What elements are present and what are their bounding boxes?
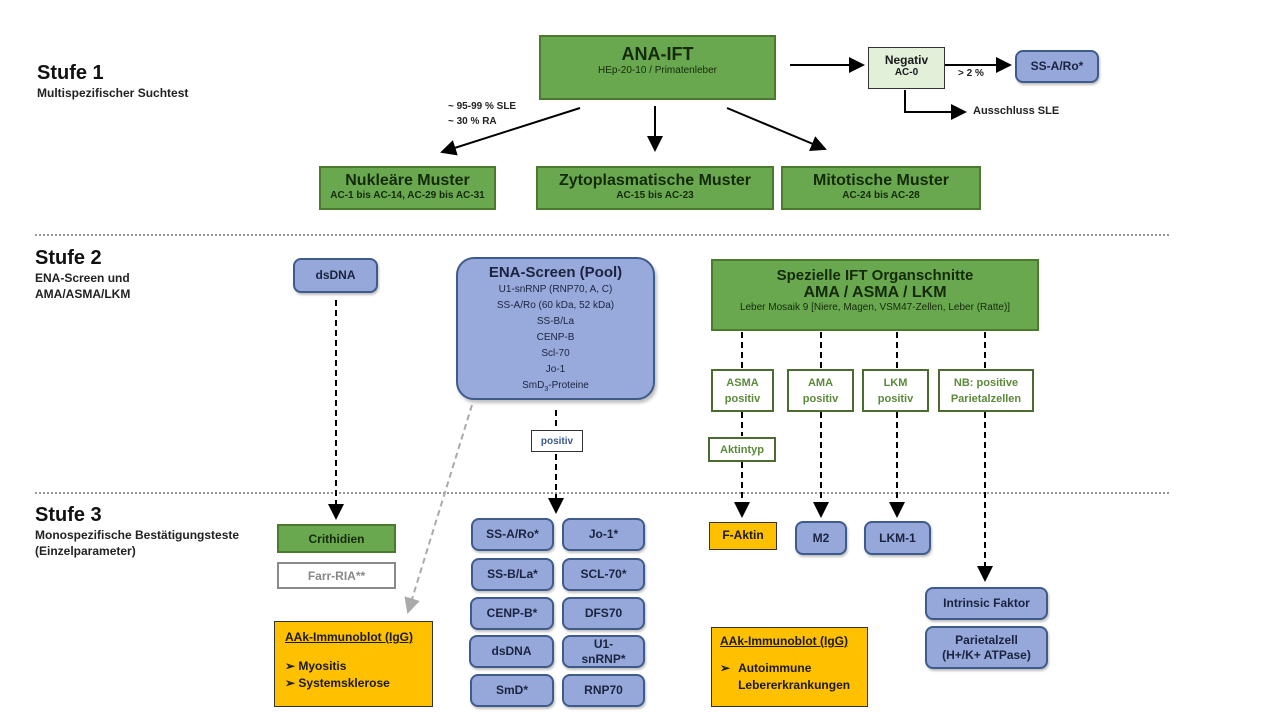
ift-organ-subtitle: AMA / ASMA / LKM xyxy=(803,284,947,301)
parietalzell-line1: Parietalzell xyxy=(955,632,1018,647)
pattern-cytoplasmic-range: AC-15 bis AC-23 xyxy=(616,190,694,201)
lkm1-box: LKM-1 xyxy=(864,521,931,555)
ena-item: Jo-1 xyxy=(545,364,566,375)
aktintyp-box: Aktintyp xyxy=(708,437,776,462)
pattern-nuclear-box: Nukleäre Muster AC-1 bis AC-14, AC-29 bi… xyxy=(319,166,496,210)
ena-item-smd-sub: 3 xyxy=(544,386,549,393)
ift-organ-detail: Leber Mosaik 9 [Niere, Magen, VSM47-Zell… xyxy=(739,302,1011,313)
ift-organ-title: Spezielle IFT Organschnitte xyxy=(776,267,974,284)
farr-ria-box: Farr-RIA** xyxy=(277,562,396,589)
result-ama-line1: AMA xyxy=(807,376,834,389)
pattern-mitotic-range: AC-24 bis AC-28 xyxy=(842,190,920,201)
prevalence-sle: ~ 95-99 % SLE xyxy=(448,101,517,112)
result-lkm-box: LKM positiv xyxy=(862,369,929,412)
result-lkm-line2: positiv xyxy=(877,392,914,405)
immunoblot-right-item-text: Autoimmune Lebererkrankungen xyxy=(738,661,851,692)
ena-screen-box: ENA-Screen (Pool) U1-snRNP (RNP70, A, C)… xyxy=(456,257,655,400)
m2-box: M2 xyxy=(795,521,847,555)
arrow-ana-to-mitotic xyxy=(726,107,827,151)
test-u1-snrnp: U1-snRNP* xyxy=(562,635,645,668)
arrow-negativ-to-exclusion xyxy=(904,90,967,120)
ift-organ-box: Spezielle IFT Organschnitte AMA / ASMA /… xyxy=(711,259,1039,331)
immunoblot-left-title: AAk-Immunoblot (IgG) xyxy=(285,630,413,644)
arrow-ena-to-immunoblot xyxy=(404,404,473,614)
stage-2-label: Stufe 2 ENA-Screen und AMA/ASMA/LKM xyxy=(35,247,130,302)
result-lkm-line1: LKM xyxy=(883,376,908,389)
immunoblot-left-box: AAk-Immunoblot (IgG) ➢ Myositis ➢ System… xyxy=(274,621,433,707)
pattern-cytoplasmic-box: Zytoplasmatische Muster AC-15 bis AC-23 xyxy=(536,166,774,210)
stage-1-title: Stufe 1 xyxy=(37,62,104,84)
dsdna-box: dsDNA xyxy=(293,258,378,293)
pattern-nuclear-title: Nukleäre Muster xyxy=(345,172,470,189)
stage-2-subtitle-line-2: AMA/ASMA/LKM xyxy=(35,287,131,301)
prevalence-note: ~ 95-99 % SLE ~ 30 % RA xyxy=(448,99,516,129)
ana-ift-subtitle: HEp-20-10 / Primatenleber xyxy=(598,65,717,76)
stage-2-subtitle-line-1: ENA-Screen und xyxy=(35,271,130,285)
immunoblot-left-item-text: Myositis xyxy=(298,659,347,673)
bullet-arrow-icon: ➢ xyxy=(285,659,299,673)
ena-item: Scl-70 xyxy=(541,348,570,359)
negativ-box: Negativ AC-0 xyxy=(868,47,945,89)
pattern-mitotic-title: Mitotische Muster xyxy=(812,172,949,189)
stage-1-subtitle: Multispezifischer Suchtest xyxy=(37,86,189,100)
pattern-cytoplasmic-title: Zytoplasmatische Muster xyxy=(558,172,752,189)
immunoblot-left-item: ➢ Myositis xyxy=(285,658,432,675)
crithidien-box: Crithidien xyxy=(277,524,396,553)
ana-ift-title: ANA-IFT xyxy=(621,44,694,64)
result-asma-line1: ASMA xyxy=(726,376,759,389)
test-rnp70: RNP70 xyxy=(562,674,645,707)
test-dsdna: dsDNA xyxy=(469,635,554,668)
parietalzell-line2: (H+/K+ ATPase) xyxy=(942,647,1031,662)
result-ama-box: AMA positiv xyxy=(787,369,854,412)
result-parietal-line2: Parietalzellen xyxy=(950,392,1022,405)
result-asma-line2: positiv xyxy=(724,392,761,405)
ena-item: CENP-B xyxy=(536,332,575,343)
intrinsic-faktor-box: Intrinsic Faktor xyxy=(925,587,1048,620)
bullet-arrow-icon: ➢ xyxy=(720,661,731,675)
immunoblot-right-box: AAk-Immunoblot (IgG) ➢ Autoimmune Lebere… xyxy=(711,627,868,707)
ana-ift-box: ANA-IFT HEp-20-10 / Primatenleber xyxy=(539,35,776,100)
immunoblot-right-title: AAk-Immunoblot (IgG) xyxy=(720,634,848,648)
bullet-arrow-icon: ➢ xyxy=(285,676,299,690)
ssa-ro-box: SS-A/Ro* xyxy=(1015,50,1099,83)
test-cenp-b: CENP-B* xyxy=(470,597,554,630)
immunoblot-left-item: ➢ Systemsklerose xyxy=(285,675,432,692)
f-aktin-box: F-Aktin xyxy=(709,522,777,550)
immunoblot-left-item-text: Systemsklerose xyxy=(298,676,390,690)
stage-3-subtitle-line-2: (Einzelparameter) xyxy=(35,544,136,558)
ena-item-smd-suffix: -Proteine xyxy=(548,380,589,391)
threshold-label: > 2 % xyxy=(958,68,984,79)
test-ssb-la: SS-B/La* xyxy=(471,558,554,591)
result-ama-line2: positiv xyxy=(802,392,839,405)
ena-item: SS-B/La xyxy=(536,316,575,327)
parietalzell-box: Parietalzell (H+/K+ ATPase) xyxy=(925,626,1048,669)
ena-item-smd: SmD3-Proteine xyxy=(458,378,653,398)
stage-1-label: Stufe 1 Multispezifischer Suchtest xyxy=(37,62,188,101)
ena-item: U1-snRNP (RNP70, A, C) xyxy=(498,284,613,295)
test-jo1: Jo-1* xyxy=(562,518,645,551)
stage-2-title: Stufe 2 xyxy=(35,247,102,269)
test-ssa-ro: SS-A/Ro* xyxy=(471,518,554,551)
prevalence-ra: ~ 30 % RA xyxy=(448,116,497,127)
immunoblot-right-item: ➢ Autoimmune Lebererkrankungen xyxy=(720,660,867,694)
stage-3-title: Stufe 3 xyxy=(35,504,102,526)
test-scl70: SCL-70* xyxy=(562,558,645,591)
stage-3-subtitle-line-1: Monospezifische Bestätigungsteste xyxy=(35,528,240,542)
negativ-subtitle: AC-0 xyxy=(894,67,919,78)
ena-screen-title: ENA-Screen (Pool) xyxy=(488,264,623,281)
test-smd: SmD* xyxy=(470,674,554,707)
result-parietal-box: NB: positive Parietalzellen xyxy=(938,369,1034,412)
result-asma-box: ASMA positiv xyxy=(711,369,774,412)
test-dfs70: DFS70 xyxy=(562,597,645,630)
negativ-title: Negativ xyxy=(884,53,929,67)
stage-3-label: Stufe 3 Monospezifische Bestätigungstest… xyxy=(35,504,239,559)
positiv-label-box: positiv xyxy=(531,430,583,452)
result-parietal-line1: NB: positive xyxy=(953,376,1019,389)
pattern-nuclear-range: AC-1 bis AC-14, AC-29 bis AC-31 xyxy=(330,190,485,201)
pattern-mitotic-box: Mitotische Muster AC-24 bis AC-28 xyxy=(781,166,981,210)
exclusion-label: Ausschluss SLE xyxy=(973,105,1060,117)
ena-item-smd-prefix: SmD xyxy=(522,380,545,391)
ena-item: SS-A/Ro (60 kDa, 52 kDa) xyxy=(496,300,615,311)
